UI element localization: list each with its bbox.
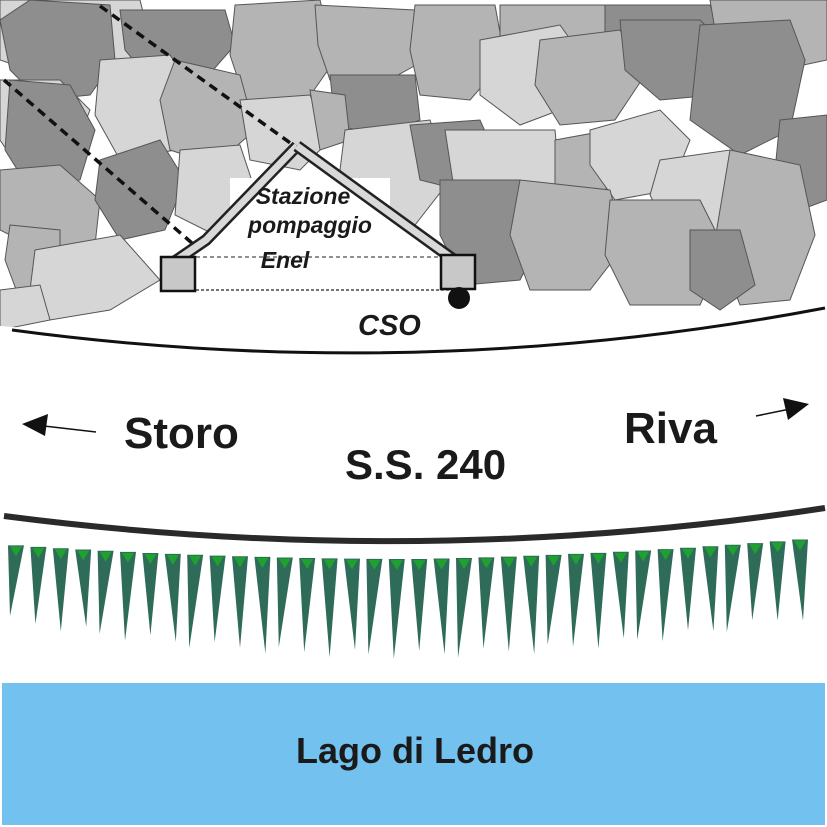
reed (680, 547, 696, 631)
shoreline-reeds (8, 539, 808, 659)
boulder-field (0, 0, 827, 331)
reed (164, 553, 181, 642)
boulder (509, 179, 626, 291)
boulder (314, 4, 426, 86)
reed (8, 545, 24, 617)
station-label-line1: Stazione (256, 183, 351, 209)
arrow-left-icon (22, 414, 97, 436)
reed (433, 558, 450, 655)
boulder (29, 234, 161, 321)
reed (366, 558, 383, 655)
reed (411, 558, 428, 651)
boulder (4, 79, 96, 191)
direction-label-riva: Riva (624, 404, 717, 453)
cso-label: CSO (358, 310, 421, 342)
reed (545, 554, 562, 645)
reed (769, 541, 786, 621)
arrow-right-icon (755, 398, 809, 420)
reed (478, 557, 495, 649)
lake-label: Lago di Ledro (296, 730, 534, 771)
reed (254, 556, 271, 654)
boulder (0, 284, 51, 331)
reed (209, 555, 226, 643)
reed (500, 556, 517, 652)
reed (568, 553, 584, 647)
reed (30, 546, 47, 624)
reed (75, 549, 92, 627)
dashed-pipelines (2, 4, 302, 252)
reed (612, 551, 629, 639)
reed (702, 546, 719, 632)
reed (388, 558, 405, 659)
road-lower-edge (3, 505, 826, 545)
reed (590, 552, 607, 649)
pumping-station-structure (159, 141, 477, 309)
reed (344, 558, 360, 651)
station-box-right (439, 253, 477, 291)
road-upper-edge (11, 306, 826, 355)
reed (456, 557, 472, 658)
station-label-line2: pompaggio (247, 212, 372, 238)
reed (635, 550, 652, 640)
dashed-pipeline-upper (98, 4, 302, 152)
reed (142, 552, 159, 636)
reed (657, 549, 674, 642)
reed (523, 555, 540, 655)
lake-area (2, 683, 825, 825)
reed (276, 557, 293, 648)
reed (232, 556, 248, 649)
station-pipe-right-fill (294, 143, 460, 265)
direction-label-storo: Storo (124, 409, 239, 458)
boulder (534, 29, 646, 126)
reed (120, 551, 136, 641)
station-box-left (159, 255, 197, 293)
station-label-line3: Enel (261, 247, 310, 273)
dashed-pipeline-lower (2, 78, 202, 252)
filled-circle-icon (448, 287, 470, 309)
reed (97, 550, 114, 634)
reed (321, 558, 338, 658)
boulder (689, 229, 756, 311)
boulder (94, 139, 186, 241)
road-label: S.S. 240 (345, 441, 506, 488)
reed (299, 557, 316, 653)
reed (187, 554, 204, 649)
reed (724, 544, 741, 632)
reed (792, 539, 808, 621)
reed (747, 543, 764, 621)
reed (52, 548, 69, 632)
